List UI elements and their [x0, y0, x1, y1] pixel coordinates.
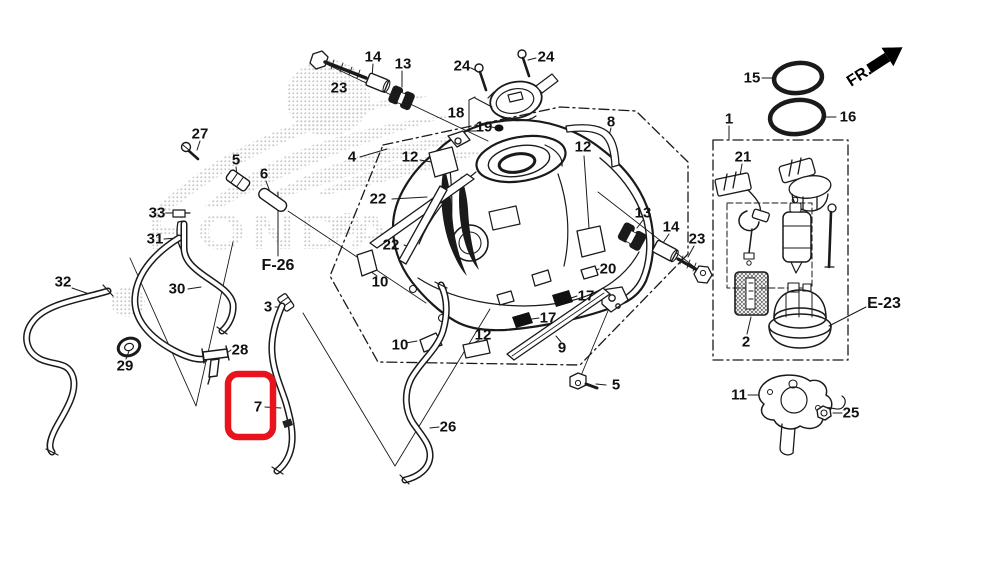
- collar-14-left: [365, 72, 391, 93]
- sticker-small: [531, 269, 552, 287]
- sticker-12-right: [576, 225, 606, 258]
- grommet-13-right: [617, 222, 647, 251]
- hose-7: [268, 293, 296, 475]
- grommet-13-left: [388, 85, 415, 111]
- fr-arrow-shaft: [866, 52, 891, 74]
- group-boundaries: [329, 106, 849, 366]
- hose-6: [258, 187, 288, 213]
- collar-14-right: [651, 239, 679, 263]
- joint-5-top: [225, 169, 251, 192]
- hose-32: [23, 284, 114, 456]
- bolt-23-left: [309, 50, 368, 80]
- hose-30: [131, 220, 237, 363]
- tank-rear-bolt-5: [569, 372, 599, 390]
- highlight-box-part-7[interactable]: [224, 370, 277, 441]
- honda-wing-swoosh: [262, 134, 475, 201]
- filler-neck: [475, 134, 567, 184]
- sticker-10-left: [356, 249, 378, 277]
- fuel-filter-2: [734, 271, 769, 316]
- o-ring-16: [767, 97, 827, 137]
- hose-26: [399, 281, 450, 485]
- hose-clamp: [282, 418, 294, 429]
- routing-pointer: [302, 308, 491, 467]
- front-mount-bolt-set: [309, 50, 415, 111]
- nut-25: [816, 405, 832, 421]
- fr-arrow-head: [881, 47, 903, 67]
- screw-27: [180, 141, 200, 161]
- rear-mount-bolt-set: [617, 222, 713, 284]
- cap-screw-24-a: [474, 63, 488, 92]
- clip-33: [172, 209, 191, 218]
- sticker-small: [496, 290, 515, 306]
- sticker-17-b: [512, 312, 533, 328]
- trim-strip-22-b: [398, 185, 448, 265]
- fuel-pump-motor: [782, 196, 812, 274]
- tank-shading: [459, 176, 479, 270]
- pump-mount-plate-11: [758, 374, 846, 456]
- cap-screw-24-b: [517, 49, 531, 78]
- hoses-and-fittings: [23, 141, 450, 485]
- tank-mount-tab-front: [447, 130, 471, 148]
- fuel-cap-assembly: [474, 49, 559, 132]
- fuel-pump-unit: [714, 157, 837, 349]
- sticker-20: [580, 265, 599, 280]
- tank-group-boundary: [329, 106, 689, 366]
- o-ring-15: [771, 60, 825, 96]
- bolt-23-right: [676, 255, 713, 284]
- trim-strip-8: [565, 124, 620, 168]
- routing-pointer: [129, 241, 234, 407]
- halftone-blob: [333, 213, 361, 235]
- pump-hook-bracket: [738, 210, 760, 266]
- fr-direction-arrow: FR.: [844, 47, 903, 90]
- sticker-12-bottom: [462, 339, 491, 359]
- honda-watermark: HONDA: [111, 60, 492, 317]
- leader-lines: [71, 57, 867, 467]
- trim-strip-22-a: [369, 173, 475, 249]
- pump-inner-boundary: [726, 202, 813, 289]
- pump-lower-body-e23: [768, 282, 832, 349]
- tank-stickers: [356, 124, 620, 361]
- o-rings: [767, 60, 827, 137]
- sticker-17-a: [552, 290, 573, 307]
- fuel-level-sensor-21: [714, 171, 770, 223]
- tank-emblem-patch: [488, 205, 521, 231]
- pump-top-bracket: [778, 157, 832, 212]
- fuel-filler-cap: [487, 73, 559, 122]
- sticker-12-left: [428, 146, 459, 178]
- halftone-blob: [286, 60, 370, 136]
- pump-rod: [824, 203, 837, 269]
- pump-group-boundary: [712, 139, 849, 361]
- t-joint-28: [201, 345, 230, 385]
- honda-wing-swoosh: [205, 115, 455, 208]
- cap-gasket-19: [494, 124, 504, 132]
- grommet-29: [116, 336, 142, 358]
